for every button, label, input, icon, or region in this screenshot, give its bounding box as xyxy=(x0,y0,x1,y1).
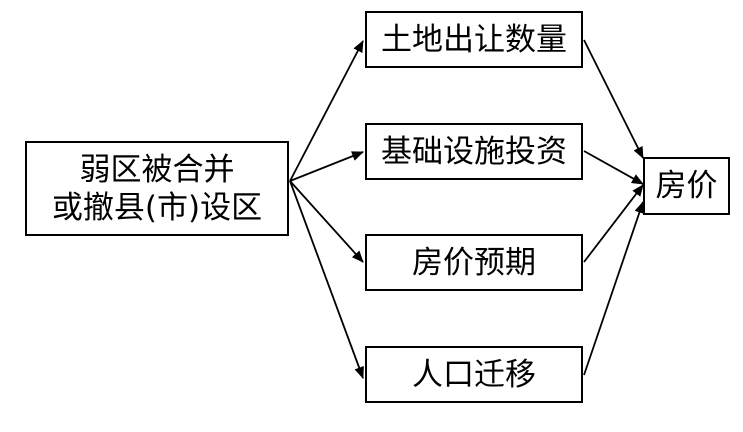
edge-source-to-land-supply xyxy=(289,40,364,182)
target-node: 房价 xyxy=(643,157,730,215)
edge-source-to-migration xyxy=(289,180,364,379)
mediator-label: 人口迁移 xyxy=(412,356,536,393)
mediator-label: 房价预期 xyxy=(412,244,536,281)
mediator-node-land-supply: 土地出让数量 xyxy=(365,11,583,68)
mediator-label: 土地出让数量 xyxy=(381,21,567,58)
edge-price-expectation-to-price xyxy=(583,184,644,263)
target-label: 房价 xyxy=(655,168,718,204)
edge-source-to-infrastructure xyxy=(289,151,364,182)
source-node: 弱区被合并 或撤县(市)设区 xyxy=(25,141,289,236)
edge-migration-to-price xyxy=(583,201,645,376)
source-line-2: 或撤县(市)设区 xyxy=(51,189,263,226)
edge-infrastructure-to-price xyxy=(583,150,644,185)
source-line-1: 弱区被合并 xyxy=(79,151,235,188)
edge-source-to-price-expectation xyxy=(289,180,364,263)
mediator-node-migration: 人口迁移 xyxy=(365,346,583,403)
edge-land-supply-to-price xyxy=(583,39,644,159)
mediator-node-infrastructure: 基础设施投资 xyxy=(365,123,583,180)
mediator-node-price-expectation: 房价预期 xyxy=(365,234,583,291)
mediator-label: 基础设施投资 xyxy=(381,133,567,170)
